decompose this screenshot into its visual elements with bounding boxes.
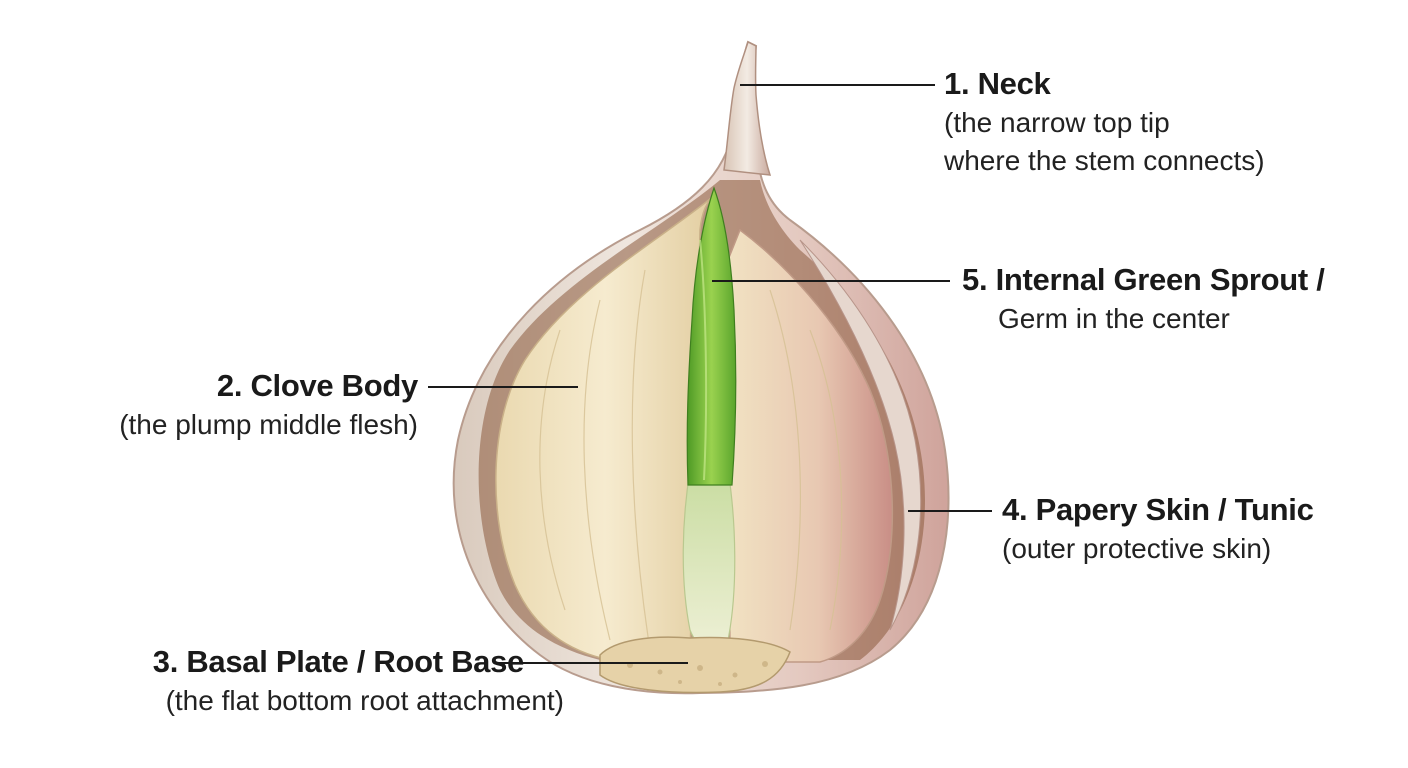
label-basal-plate: 3. Basal Plate / Root Base (the flat bot…: [152, 642, 564, 720]
neck-shape: [723, 40, 772, 176]
right-clove-shape: [727, 228, 894, 663]
label-basal-plate-desc: (the flat bottom root attachment): [165, 685, 564, 716]
sprout-base-shape: [682, 469, 736, 653]
label-papery-skin-desc: (outer protective skin): [1002, 533, 1272, 564]
label-green-sprout: 5. Internal Green Sprout / Germ in the c…: [962, 260, 1325, 338]
label-green-sprout-title: 5. Internal Green Sprout /: [962, 262, 1325, 297]
label-papery-skin: 4. Papery Skin / Tunic (outer protective…: [1002, 490, 1314, 568]
label-clove-body-desc: (the plump middle flesh): [119, 409, 418, 440]
label-neck-title: 1. Neck: [944, 66, 1051, 101]
basal-plate-shape: [599, 636, 791, 694]
label-basal-plate-title: 3. Basal Plate / Root Base: [152, 644, 525, 679]
skin-inner-layer: [799, 239, 922, 631]
label-clove-body-title: 2. Clove Body: [216, 368, 418, 403]
label-neck: 1. Neck (the narrow top tip where the st…: [944, 64, 1265, 180]
label-papery-skin-title: 4. Papery Skin / Tunic: [1002, 492, 1314, 527]
clove-texture: [539, 269, 843, 651]
green-sprout-shape: [686, 186, 737, 486]
label-neck-desc-1: (the narrow top tip: [944, 107, 1170, 138]
leader-lines: [428, 84, 992, 664]
label-clove-body: 2. Clove Body (the plump middle flesh): [119, 366, 418, 444]
label-green-sprout-desc: Germ in the center: [998, 303, 1230, 334]
label-neck-desc-2: where the stem connects): [944, 145, 1265, 176]
